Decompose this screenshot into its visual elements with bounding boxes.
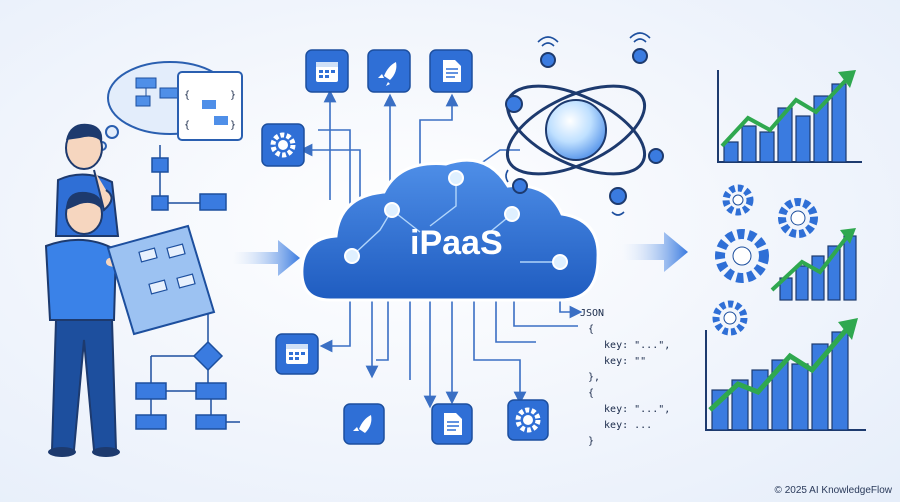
json-line-6: key: "...",: [592, 404, 670, 415]
json-line-7: key: ...: [592, 420, 652, 431]
copyright-notice: © 2025 AI KnowledgeFlow: [774, 485, 892, 496]
json-line-5: {: [588, 388, 594, 399]
svg-text:{: {: [184, 90, 190, 101]
gear-icon: [715, 229, 769, 283]
json-line-2: key: "...",: [592, 340, 670, 351]
blueprint-sheet: [106, 224, 216, 336]
svg-text:}: }: [230, 90, 236, 101]
flow-arrow-left: [232, 240, 300, 276]
svg-text:}: }: [230, 120, 236, 131]
json-line-1: {: [588, 324, 594, 335]
json-line-3: key: "": [592, 356, 646, 367]
tile-calendar-bottom[interactable]: [275, 333, 319, 375]
calendar-icon: [286, 344, 308, 364]
flowchart-upper: [151, 145, 227, 211]
json-snippet: JSON { key: "...", key: "" }, { key: "..…: [580, 308, 670, 447]
gear-cluster: [712, 184, 818, 336]
tile-document-top[interactable]: [429, 49, 473, 93]
rocket-icon: [353, 415, 372, 433]
json-line-0: JSON: [580, 308, 604, 319]
seated-person: [44, 191, 152, 457]
growth-chart-middle: [770, 228, 857, 301]
rocket-icon: [378, 62, 397, 86]
flowchart-lower: [135, 310, 240, 430]
gear-icon: [515, 407, 541, 433]
document-icon: [443, 60, 461, 82]
tile-document-bottom[interactable]: [431, 403, 473, 445]
gear-icon: [722, 184, 754, 216]
gear-icon: [778, 198, 818, 238]
document-icon: [444, 413, 462, 435]
growth-chart-top: [717, 70, 862, 163]
hub-label: iPaaS: [410, 224, 503, 262]
tile-gear-bottom[interactable]: [507, 399, 549, 441]
gear-icon: [712, 300, 748, 336]
growth-chart-bottom: [705, 318, 866, 431]
tile-rocket-top[interactable]: [367, 49, 411, 93]
ipaas-cloud: iPaaS: [300, 158, 600, 302]
gear-icon: [270, 132, 296, 158]
json-line-4: },: [588, 372, 600, 383]
tile-gear-left[interactable]: [261, 123, 305, 167]
flow-arrow-right: [622, 232, 688, 272]
tile-calendar-top[interactable]: [305, 49, 349, 93]
tile-rocket-bottom[interactable]: [343, 403, 385, 445]
svg-text:{: {: [184, 120, 190, 131]
json-line-8: }: [588, 436, 594, 447]
calendar-icon: [316, 62, 338, 82]
atom-network: [505, 32, 664, 216]
code-panel: { { } }: [177, 71, 243, 141]
